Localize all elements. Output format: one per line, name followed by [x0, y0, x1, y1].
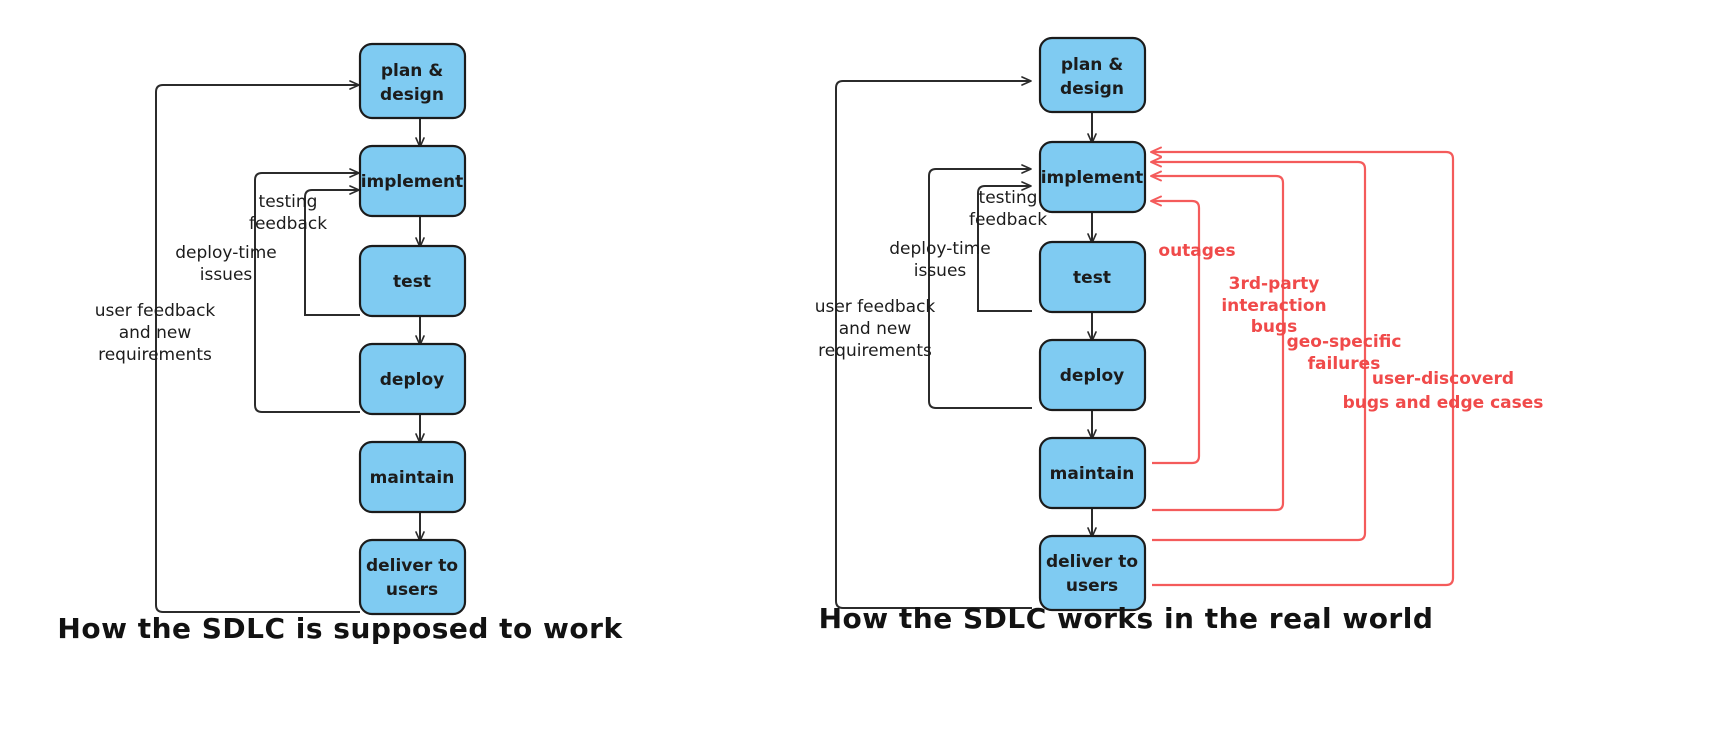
left-label-deploy-time-issues: deploy-time issues	[175, 243, 276, 285]
label-line2: and new	[119, 323, 192, 343]
node-rect[interactable]	[1038, 140, 1147, 214]
left-diagram-panel: plan & design implement test deploy main…	[0, 0, 700, 730]
node-rect[interactable]	[1038, 534, 1147, 612]
left-node-maintain[interactable]: maintain	[358, 440, 467, 514]
label-line3: bugs	[1251, 317, 1298, 337]
left-label-user-feedback: user feedback and new requirements	[95, 301, 216, 365]
label-line2: failures	[1308, 354, 1381, 374]
right-node-plan[interactable]: plan & design	[1038, 36, 1147, 114]
edge-outages	[1150, 195, 1201, 465]
right-label-testing-feedback: testing feedback	[969, 188, 1047, 230]
label-line1: geo-specific	[1287, 332, 1402, 352]
left-caption: How the SDLC is supposed to work	[57, 612, 623, 645]
node-label-line1: deploy	[380, 370, 444, 390]
node-rect[interactable]	[1038, 436, 1147, 510]
label-line1: user-discoverd	[1372, 369, 1514, 389]
label-line2: interaction	[1221, 296, 1326, 316]
label-line2: and new	[839, 319, 912, 339]
node-label-line1: maintain	[370, 468, 455, 488]
label-line2: feedback	[249, 214, 327, 234]
right-node-maintain[interactable]: maintain	[1038, 436, 1147, 510]
node-label-line1: implement	[1041, 168, 1144, 188]
node-label-line1: implement	[361, 172, 464, 192]
right-caption: How the SDLC works in the real world	[819, 602, 1434, 635]
label-line2: issues	[200, 265, 253, 285]
node-label-line1: deploy	[1060, 366, 1124, 386]
node-label-line1: maintain	[1050, 464, 1135, 484]
node-label-line1: deliver to	[1046, 552, 1138, 572]
label-line1: testing	[259, 192, 318, 212]
right-label-third-party: 3rd-party interaction bugs	[1221, 274, 1326, 337]
node-rect[interactable]	[358, 440, 467, 514]
right-feedback-edges	[835, 76, 1032, 609]
node-rect[interactable]	[358, 342, 467, 416]
right-problem-edges	[1150, 146, 1455, 587]
left-node-plan[interactable]: plan & design	[358, 42, 467, 120]
node-rect[interactable]	[358, 538, 467, 616]
node-rect[interactable]	[358, 144, 467, 218]
label-line2: feedback	[969, 210, 1047, 230]
label-line1: user feedback	[95, 301, 216, 321]
node-label-line1: test	[393, 272, 431, 292]
right-label-deploy-time-issues: deploy-time issues	[889, 239, 990, 281]
right-node-deliver[interactable]: deliver to users	[1038, 534, 1147, 612]
right-label-geo-specific: geo-specific failures	[1287, 332, 1402, 374]
right-node-test[interactable]: test	[1038, 240, 1147, 314]
node-label-line1: plan &	[381, 61, 443, 81]
node-label-line1: test	[1073, 268, 1111, 288]
node-label-line1: plan &	[1061, 55, 1123, 75]
edge-user-discovered	[1150, 146, 1455, 587]
node-rect[interactable]	[1038, 240, 1147, 314]
node-label-line2: users	[386, 580, 438, 600]
label-line3: requirements	[818, 341, 932, 361]
right-node-implement[interactable]: implement	[1038, 140, 1147, 214]
node-rect[interactable]	[1038, 36, 1147, 114]
node-label-line2: design	[1060, 79, 1124, 99]
label-line1: outages	[1158, 241, 1235, 261]
right-diagram-panel: plan & design implement test deploy main…	[760, 0, 1720, 730]
right-node-deploy[interactable]: deploy	[1038, 338, 1147, 412]
edge-geo-specific	[1150, 156, 1367, 542]
left-feedback-edges	[155, 80, 360, 613]
node-rect[interactable]	[358, 244, 467, 318]
label-line1: user feedback	[815, 297, 936, 317]
right-label-user-feedback: user feedback and new requirements	[815, 297, 936, 361]
node-label-line2: users	[1066, 576, 1118, 596]
right-label-outages: outages	[1158, 241, 1235, 261]
label-line1: testing	[979, 188, 1038, 208]
label-line1: deploy-time	[889, 239, 990, 259]
left-node-test[interactable]: test	[358, 244, 467, 318]
label-line2: issues	[914, 261, 967, 281]
label-line1: deploy-time	[175, 243, 276, 263]
left-node-deliver[interactable]: deliver to users	[358, 538, 467, 616]
left-node-implement[interactable]: implement	[358, 144, 467, 218]
node-label-line2: design	[380, 85, 444, 105]
label-line2: bugs and edge cases	[1343, 393, 1544, 413]
left-label-testing-feedback: testing feedback	[249, 192, 327, 234]
node-rect[interactable]	[1038, 338, 1147, 412]
edge-third-party	[1150, 170, 1285, 512]
left-node-deploy[interactable]: deploy	[358, 342, 467, 416]
node-label-line1: deliver to	[366, 556, 458, 576]
label-line3: requirements	[98, 345, 212, 365]
node-rect[interactable]	[358, 42, 467, 120]
right-label-user-discovered: user-discoverd bugs and edge cases	[1343, 369, 1544, 413]
label-line1: 3rd-party	[1229, 274, 1320, 294]
